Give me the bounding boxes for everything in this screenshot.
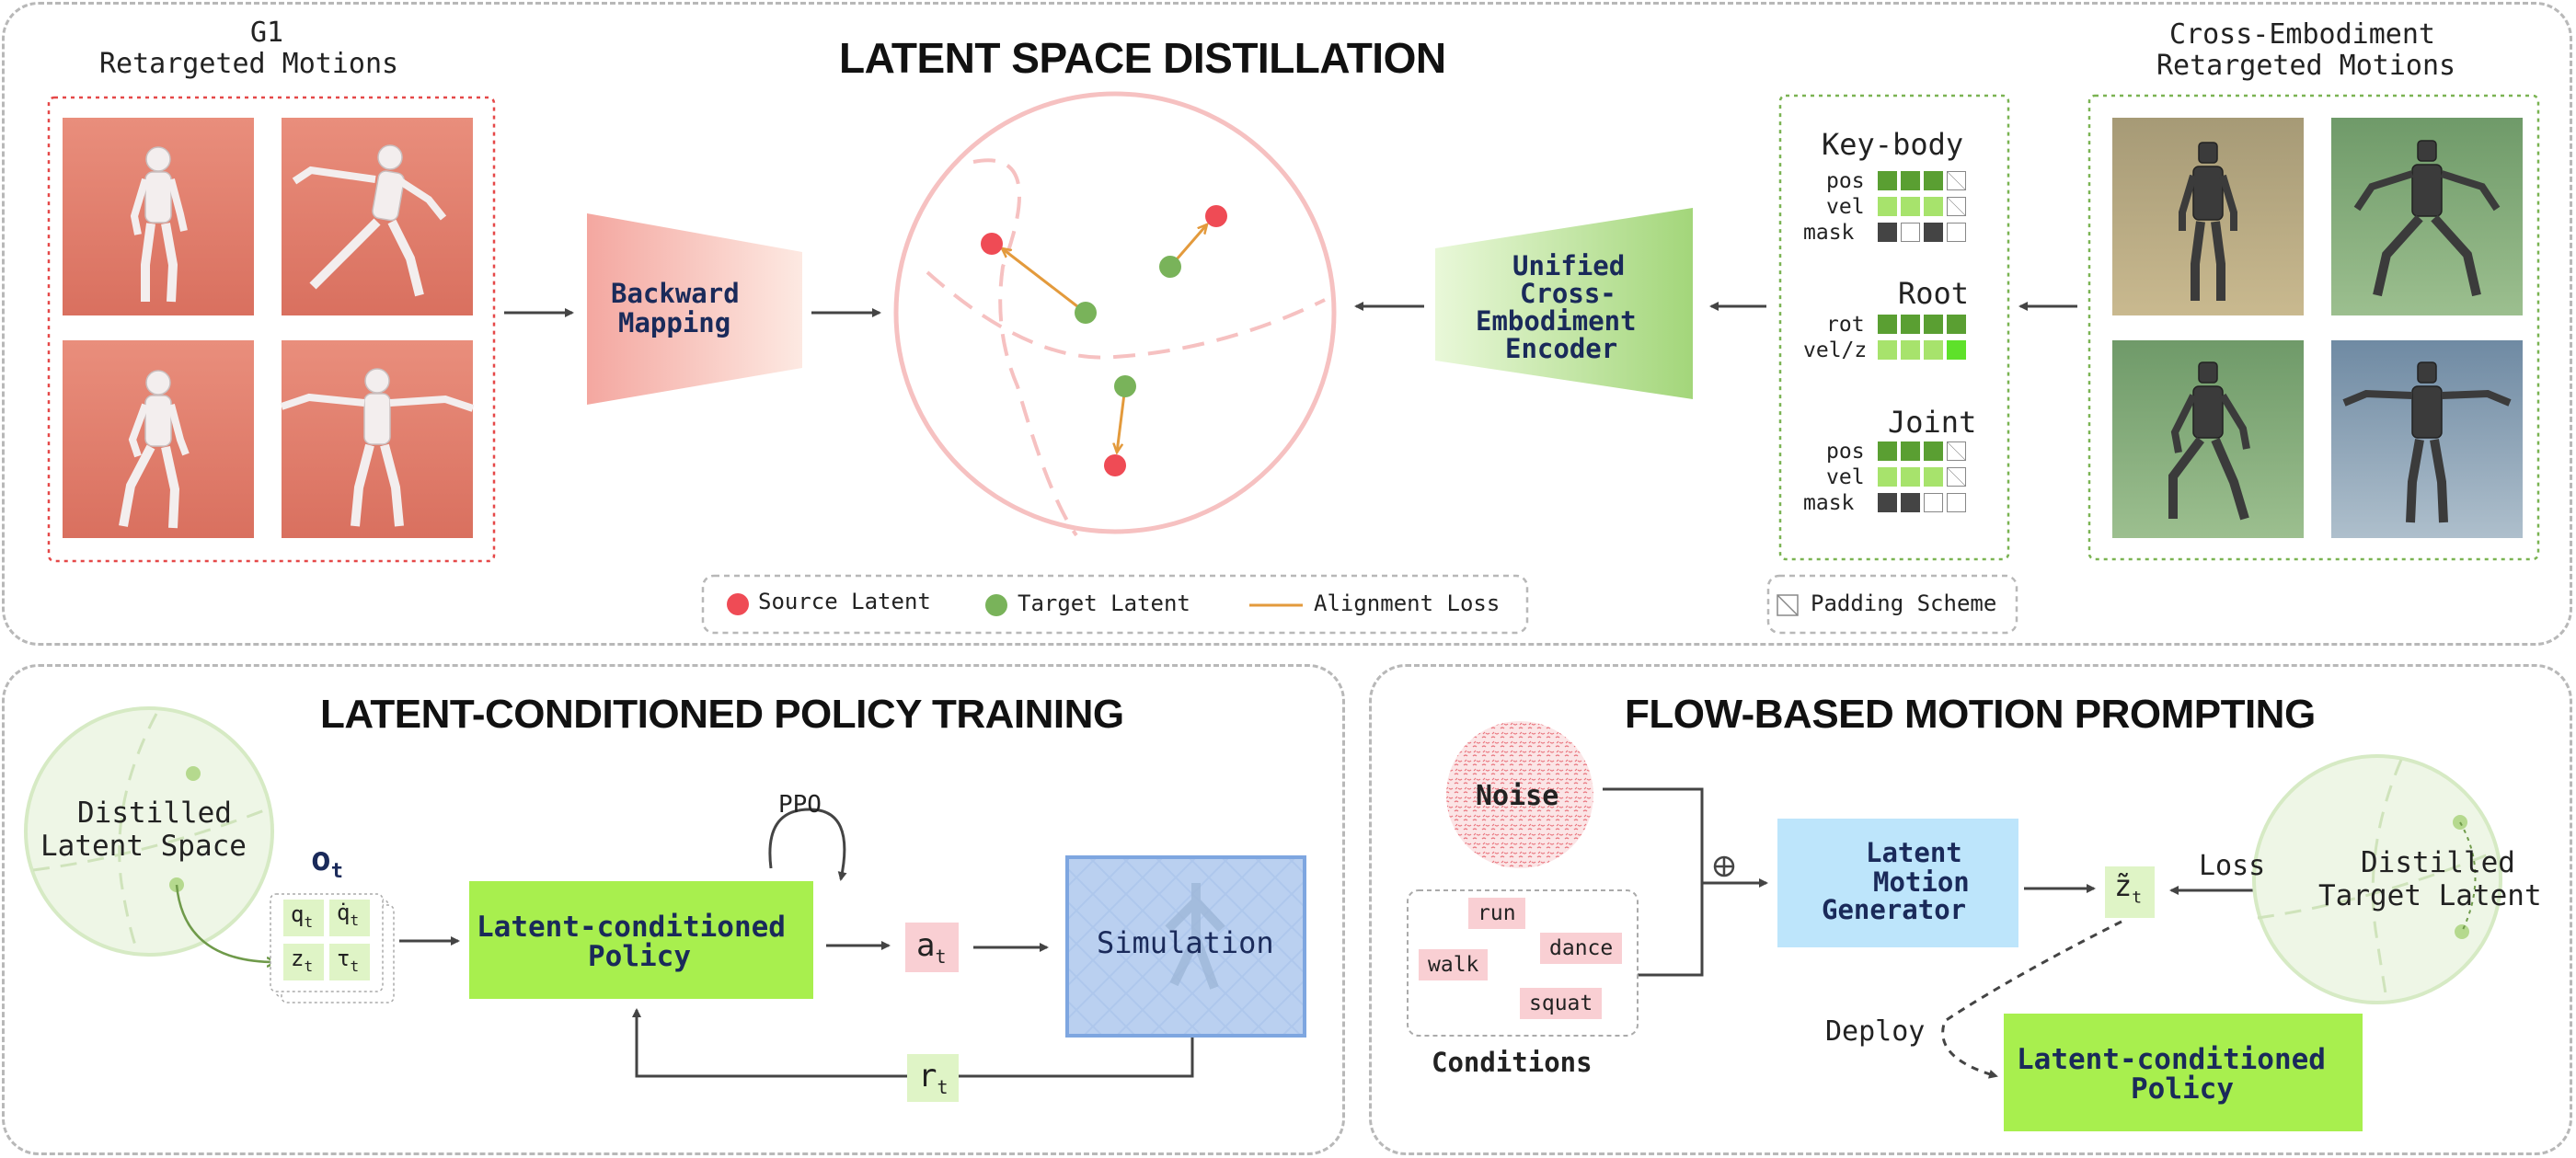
loss-label: Loss: [2199, 850, 2266, 882]
distilled-target-sphere: [2252, 754, 2502, 1004]
deploy-label: Deploy: [1825, 1015, 1926, 1048]
obs-z: zt: [291, 946, 314, 975]
encoder-line1: Unified: [1512, 250, 1626, 281]
noise-label: Noise: [1476, 780, 1559, 812]
joint-pos-cells: [1878, 441, 1966, 461]
root-velz-cells: [1878, 340, 1966, 360]
latent-legend-box: [701, 574, 1529, 635]
g1-label-line1: G1: [250, 17, 284, 49]
condition-tag-walk: walk: [1419, 949, 1489, 980]
ztilde-symbol: z̃t: [2114, 868, 2143, 908]
motion-prompting-panel: [1369, 664, 2572, 1155]
ppo-label: PPO: [778, 791, 822, 819]
policy-line2: Policy: [588, 940, 691, 973]
keybody-row-pos: pos: [1826, 169, 1865, 193]
source-latent-point: [981, 233, 1003, 255]
target-latent-point: [1114, 375, 1136, 397]
keybody-row-vel: vel: [1826, 195, 1865, 219]
backward-mapping-shape: [587, 213, 802, 405]
motion-prompting-title: FLOW-BASED MOTION PROMPTING: [1625, 692, 2316, 737]
source-latent-point: [1205, 205, 1227, 227]
target-latent-point: [1159, 256, 1181, 278]
root-row-rot: rot: [1826, 313, 1865, 337]
latent-sphere: [893, 91, 1337, 534]
encoder-line4: Encoder: [1505, 333, 1618, 364]
distilled-latent-line1: Distilled: [77, 797, 232, 830]
keybody-mask-cells: [1878, 223, 1966, 242]
obs-q: qt: [291, 901, 314, 931]
encoder-line2: Cross-: [1520, 278, 1616, 309]
root-title: Root: [1898, 276, 1970, 311]
root-rot-cells: [1878, 315, 1966, 334]
legend-target-latent: Target Latent: [1018, 590, 1190, 616]
obs-tau: τt: [337, 946, 360, 975]
generator-line2: Motion: [1873, 866, 1970, 898]
backward-mapping-line2: Mapping: [618, 307, 731, 338]
legend-alignment-loss: Alignment Loss: [1314, 590, 1501, 616]
cross-label-line1: Cross-Embodiment: [2169, 18, 2435, 51]
cross-photo-frame: [2087, 94, 2540, 561]
policy-box-bg: [469, 881, 813, 999]
joint-vel-cells: [1878, 467, 1966, 487]
source-latent-point: [1104, 454, 1126, 476]
keybody-title: Key-body: [1822, 127, 1964, 162]
keybody-pos-cells: [1878, 171, 1966, 190]
root-row-velz: vel/z: [1803, 338, 1868, 362]
padding-legend-box: [1766, 574, 2018, 635]
noise-blob: [1446, 721, 1593, 868]
distilled-latent-line2: Latent Space: [40, 830, 247, 863]
simulation-label: Simulation: [1097, 925, 1274, 960]
joint-mask-cells: [1878, 493, 1966, 512]
deploy-policy-box-bg: [2004, 1014, 2363, 1131]
conditions-label: Conditions: [1432, 1047, 1593, 1078]
keybody-row-mask: mask: [1803, 221, 1855, 245]
g1-label-line2: Retargeted Motions: [99, 48, 399, 80]
reward-symbol: rt: [918, 1058, 949, 1098]
policy-line1: Latent-conditioned: [477, 911, 786, 944]
obs-qdot: q̇t: [337, 900, 360, 929]
deploy-policy-line1: Latent-conditioned: [2017, 1043, 2326, 1076]
condition-tag-run: run: [1468, 898, 1525, 929]
observation-symbol: ot: [311, 841, 343, 884]
policy-training-title: LATENT-CONDITIONED POLICY TRAINING: [320, 692, 1124, 737]
condition-tag-squat: squat: [1520, 988, 1603, 1019]
policy-training-panel: [2, 664, 1345, 1155]
distilled-target-line2: Target Latent: [2318, 879, 2542, 912]
action-symbol: at: [916, 927, 947, 968]
distilled-latent-sphere: [24, 706, 274, 957]
legend-source-latent: Source Latent: [758, 589, 931, 614]
cross-label-line2: Retargeted Motions: [2156, 50, 2456, 82]
distilled-target-line1: Distilled: [2361, 846, 2515, 879]
encoder-input-frame: [1778, 94, 2010, 561]
latent-space-distillation-panel: [2, 2, 2572, 646]
joint-row-pos: pos: [1826, 440, 1865, 464]
encoder-line3: Embodiment: [1476, 305, 1637, 337]
generator-line1: Latent: [1866, 837, 1962, 868]
legend-padding-scheme: Padding Scheme: [1811, 590, 1997, 616]
joint-row-vel: vel: [1826, 465, 1865, 489]
encoder-shape: [1435, 208, 1693, 399]
latent-space-distillation-title: LATENT SPACE DISTILLATION: [839, 34, 1446, 82]
backward-mapping-line1: Backward: [611, 278, 740, 309]
generator-line3: Generator: [1822, 894, 1967, 925]
deploy-policy-line2: Policy: [2131, 1072, 2234, 1106]
g1-photo-frame: [47, 96, 496, 563]
generator-box-bg: [1777, 819, 2018, 947]
joint-title: Joint: [1888, 405, 1977, 440]
condition-tag-dance: dance: [1540, 933, 1623, 964]
target-latent-point: [1075, 302, 1097, 324]
joint-row-mask: mask: [1803, 491, 1855, 515]
keybody-vel-cells: [1878, 197, 1966, 216]
